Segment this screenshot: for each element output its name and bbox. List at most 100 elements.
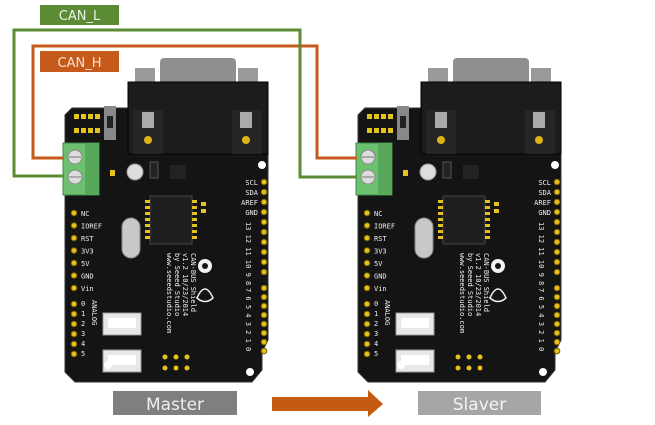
analog-pin-label: 4 xyxy=(374,340,378,348)
header-pin xyxy=(260,311,268,319)
header-pin xyxy=(363,284,371,292)
header-pin xyxy=(363,259,371,267)
analog-pin-label: 1 xyxy=(374,310,378,318)
header-pin xyxy=(553,329,561,337)
header-pin xyxy=(260,284,268,292)
header-pin xyxy=(553,178,561,186)
can-bus-shield-image xyxy=(355,57,562,383)
digital-pins-label: 13 12 11 10 9 8 xyxy=(537,222,545,285)
header-pin xyxy=(260,238,268,246)
header-pin xyxy=(70,340,78,348)
header-pin xyxy=(260,258,268,266)
power-pin-label: 5V xyxy=(81,260,90,268)
header-pin xyxy=(70,330,78,338)
board-url: www.seeedstudio.com xyxy=(165,253,173,333)
power-pin-label: Vin xyxy=(374,285,387,293)
header-pin xyxy=(260,218,268,226)
header-pin xyxy=(363,320,371,328)
header-pin xyxy=(260,268,268,276)
header-pin-label: AREF xyxy=(534,199,551,207)
board-version: v1.2 10/23/2014 xyxy=(181,253,189,316)
power-pin-label: 5V xyxy=(374,260,383,268)
header-pin xyxy=(363,310,371,318)
header-pin xyxy=(70,350,78,358)
master-text: Master xyxy=(146,395,204,415)
header-pin xyxy=(70,247,78,254)
header-pin xyxy=(553,198,561,206)
header-pin xyxy=(553,320,561,328)
analog-label: ANALOG xyxy=(90,300,98,325)
can-l-label: CAN_L xyxy=(40,5,119,25)
header-pin-label: AREF xyxy=(241,199,258,207)
power-pin-label: IOREF xyxy=(81,223,102,231)
header-pin xyxy=(553,284,561,292)
header-pin xyxy=(260,347,268,355)
header-pin xyxy=(70,209,78,217)
header-pin xyxy=(70,300,78,308)
header-pin xyxy=(363,272,371,279)
power-pin-label: NC xyxy=(374,210,382,218)
power-pin-label: Vin xyxy=(81,285,94,293)
header-pin xyxy=(70,310,78,318)
analog-pin-label: 5 xyxy=(374,350,378,358)
header-pin xyxy=(260,178,268,186)
header-pin xyxy=(363,247,371,254)
analog-label: ANALOG xyxy=(383,300,391,325)
header-pin xyxy=(553,268,561,276)
header-pin xyxy=(553,218,561,226)
header-pin xyxy=(363,300,371,308)
analog-pin-label: 5 xyxy=(81,350,85,358)
analog-pin-label: 0 xyxy=(81,300,85,308)
digital-pins-label: 7 6 5 4 3 2 1 0 xyxy=(537,288,545,351)
power-pin-label: RST xyxy=(374,235,387,243)
header-pin xyxy=(70,259,78,267)
analog-pin-label: 2 xyxy=(81,320,85,328)
header-pin xyxy=(260,198,268,206)
header-pin xyxy=(553,338,561,346)
header-pin xyxy=(70,222,78,229)
can-h-wire xyxy=(31,44,357,160)
header-pin xyxy=(553,188,561,196)
header-pin xyxy=(553,208,561,216)
header-pin xyxy=(70,234,78,242)
board-title: CAN-BUS Shield xyxy=(482,253,490,312)
header-pin xyxy=(363,234,371,242)
analog-pin-label: 1 xyxy=(81,310,85,318)
header-pin-label: SCL xyxy=(538,179,551,187)
header-pin-label: SDA xyxy=(245,189,258,197)
slaver-board: NCIOREFRST3V35VGNDVin012345ANALOGSCLSDAA… xyxy=(355,57,562,383)
power-pin-label: NC xyxy=(81,210,89,218)
board-maker: by Seeed Studio xyxy=(466,253,474,316)
can-bus-shield-image xyxy=(62,57,269,383)
header-pin-label: SCL xyxy=(245,179,258,187)
header-pin xyxy=(553,228,561,236)
header-pin-label: GND xyxy=(245,209,258,217)
header-pin xyxy=(553,248,561,256)
can-h-label: CAN_H xyxy=(40,51,119,72)
header-pin xyxy=(363,330,371,338)
can-l-text: CAN_L xyxy=(59,9,101,24)
power-pin-label: GND xyxy=(374,273,387,281)
header-pin xyxy=(260,248,268,256)
digital-pins-label: 13 12 11 10 9 8 xyxy=(244,222,252,285)
header-pin xyxy=(260,338,268,346)
header-pin xyxy=(70,320,78,328)
power-pin-label: 3V3 xyxy=(81,248,94,256)
slaver-text: Slaver xyxy=(453,395,506,415)
header-pin xyxy=(260,320,268,328)
header-pin xyxy=(260,188,268,196)
header-pin xyxy=(363,350,371,358)
power-pin-label: GND xyxy=(81,273,94,281)
header-pin xyxy=(260,302,268,310)
header-pin xyxy=(363,209,371,217)
header-pin xyxy=(260,228,268,236)
can-l-wire xyxy=(12,28,357,179)
header-pin xyxy=(70,272,78,279)
header-pin xyxy=(363,340,371,348)
header-pin xyxy=(553,347,561,355)
power-pin-label: IOREF xyxy=(374,223,395,231)
header-pin xyxy=(363,222,371,229)
header-pin xyxy=(260,208,268,216)
board-maker: by Seeed Studio xyxy=(173,253,181,316)
